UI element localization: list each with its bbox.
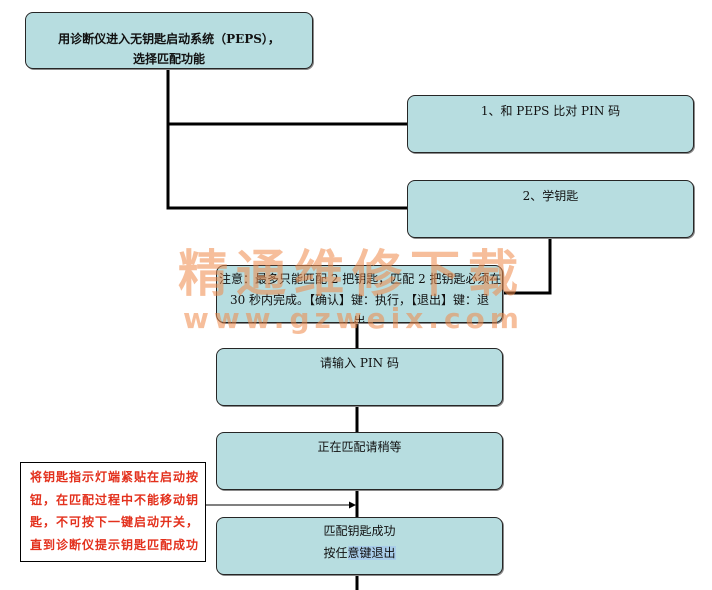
step-enter-pin-label: 请输入 PIN 码 <box>320 356 399 370</box>
step-notice-box: 注意：最多只能匹配 2 把钥匙，匹配 2 把钥匙必须在 30 秒内完成。【确认】… <box>216 265 503 323</box>
step-learn-key-label: 2、学钥匙 <box>522 189 579 203</box>
step-start-line-1: 用诊断仪进入无钥匙启动系统（PEPS）， <box>58 32 280 46</box>
note-arrow-head <box>349 501 356 509</box>
step-success-prompt-highlight: 意键退出 <box>347 546 396 560</box>
step-success-prompt: 按任意键退出 <box>217 542 502 564</box>
step-compare-pin-box: 1、和 PEPS 比对 PIN 码 <box>407 95 694 153</box>
matching-note-line-2: 钮，在匹配过程中不能移动钥 <box>30 492 200 507</box>
matching-note-line-1: 将钥匙指示灯端紧贴在启动按 <box>30 470 200 484</box>
step-success-title: 匹配钥匙成功 <box>323 524 396 538</box>
step-notice-line-1: 注意：最多只能匹配 2 把钥匙，匹配 2 把钥匙必须在 <box>219 272 502 286</box>
step-start-line-2: 选择匹配功能 <box>132 52 205 66</box>
matching-note-box: 将钥匙指示灯端紧贴在启动按 钮，在匹配过程中不能移动钥 匙，不可按下一键启动开关… <box>20 462 206 562</box>
step-matching-label: 正在匹配请稍等 <box>317 440 402 454</box>
step-start-box: 用诊断仪进入无钥匙启动系统（PEPS）， 选择匹配功能 <box>25 12 313 69</box>
step-success-prompt-plain: 按任 <box>323 546 348 560</box>
step-notice-line-2: 30 秒内完成。【确认】键：执行，【退出】键：退 <box>229 293 490 307</box>
step-success-box: 匹配钥匙成功 按任意键退出 <box>216 517 503 575</box>
step-notice-line-3: 出 <box>353 314 366 323</box>
step-matching-box: 正在匹配请稍等 <box>216 432 503 490</box>
step-compare-pin-label: 1、和 PEPS 比对 PIN 码 <box>480 104 621 118</box>
step-enter-pin-box: 请输入 PIN 码 <box>216 348 503 406</box>
matching-note-line-4: 直到诊断仪提示钥匙匹配成功 <box>30 537 200 552</box>
step-learn-key-box: 2、学钥匙 <box>407 180 694 238</box>
matching-note-line-3: 匙，不可按下一键启动开关， <box>30 515 200 530</box>
